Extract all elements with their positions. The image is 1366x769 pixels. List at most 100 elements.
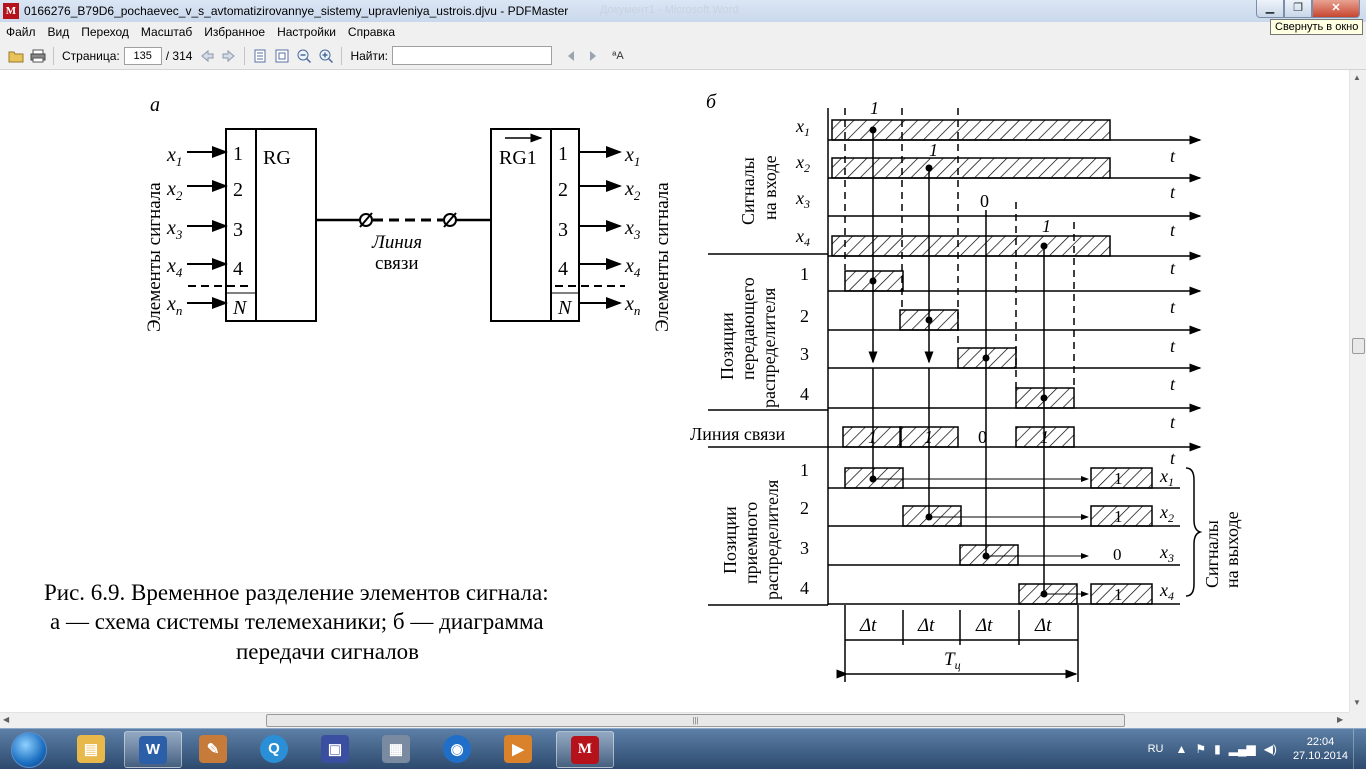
search-input[interactable]	[392, 46, 553, 65]
svg-text:Рис. 6.9. Временное разделение: Рис. 6.9. Временное разделение элементов…	[44, 580, 549, 605]
svg-text:x2: x2	[624, 178, 641, 203]
document-view[interactable]: а RG RG1 x1 1 x2 2 x3 3 x4 4	[0, 70, 1349, 712]
folder-icon: ▤	[77, 734, 105, 763]
right-side-label: Элементы сигнала	[652, 182, 673, 332]
size-grip	[1349, 712, 1366, 728]
toolbar-separator	[341, 46, 343, 65]
find-next-icon[interactable]	[585, 48, 601, 64]
svg-text:4: 4	[558, 258, 568, 280]
svg-text:1: 1	[558, 143, 568, 165]
taskbar-app-search[interactable]: Q	[246, 731, 302, 766]
title-bar: M 0166276_B79D6_pochaevec_v_s_avtomatizi…	[0, 0, 1366, 23]
horizontal-scroll-thumb[interactable]: |||	[266, 714, 1125, 727]
svg-text:Линия связи: Линия связи	[690, 424, 786, 444]
taskbar-app-explorer[interactable]: ▤	[63, 731, 119, 766]
svg-text:x3: x3	[166, 217, 183, 242]
scroll-down-arrow-icon[interactable]: ▼	[1353, 698, 1361, 707]
taskbar-app-media[interactable]: ▶	[490, 731, 546, 766]
vertical-scrollbar[interactable]: ▲ ▼	[1349, 70, 1366, 712]
taskbar-app-paint[interactable]: ✎	[185, 731, 241, 766]
show-hidden-icons-icon[interactable]: ▲	[1175, 742, 1188, 756]
taskbar-app-calculator[interactable]: ▦	[368, 731, 424, 766]
svg-text:Сигналы: Сигналы	[738, 157, 758, 225]
network-icon[interactable]: ▂▄▆	[1228, 742, 1256, 756]
taskbar-app-word[interactable]: W	[124, 731, 182, 768]
scroll-right-arrow-icon[interactable]: ▶	[1337, 715, 1344, 724]
show-desktop-button[interactable]	[1353, 729, 1366, 769]
next-page-arrow-icon[interactable]	[221, 48, 237, 64]
timing-group-labels: Сигналы на входе Позиции передающего рас…	[690, 155, 1242, 600]
media-player-icon: ▶	[504, 734, 532, 763]
zoom-in-icon[interactable]	[318, 48, 334, 64]
menu-zoom[interactable]: Масштаб	[140, 25, 193, 39]
clock-date: 27.10.2014	[1292, 750, 1348, 762]
svg-text:x2: x2	[1159, 502, 1174, 525]
timing-slot-dividers	[844, 108, 1075, 388]
svg-text:Сигналы: Сигналы	[1202, 520, 1222, 588]
flag-icon[interactable]: ⚑	[1195, 742, 1207, 756]
menu-favorites[interactable]: Избранное	[204, 25, 266, 39]
timing-signal-paths	[844, 130, 1079, 682]
timing-row-separators	[708, 108, 829, 606]
svg-text:1: 1	[800, 460, 809, 480]
page-number-input[interactable]: 135	[123, 46, 162, 65]
fit-page-icon[interactable]	[274, 48, 290, 64]
menu-settings[interactable]: Настройки	[277, 25, 336, 39]
start-button[interactable]	[4, 730, 56, 768]
clock-time: 22:04	[1306, 736, 1335, 748]
restore-button[interactable]: ❐	[1284, 0, 1312, 18]
menu-view[interactable]: Вид	[47, 25, 70, 39]
svg-text:t: t	[1170, 146, 1176, 166]
calculator-icon: ▦	[382, 734, 410, 763]
figure-caption: Рис. 6.9. Временное разделение элементов…	[44, 580, 549, 664]
svg-text:а — схема системы телемеханики: а — схема системы телемеханики; б — диаг…	[50, 609, 544, 634]
svg-text:4: 4	[800, 384, 809, 404]
svg-text:x2: x2	[166, 178, 183, 203]
svg-text:x1: x1	[624, 144, 640, 169]
page-total: / 314	[165, 48, 193, 63]
search-icon: Q	[260, 734, 288, 763]
timing-nodes	[869, 126, 1048, 598]
print-icon[interactable]	[30, 48, 46, 64]
svg-text:передачи сигналов: передачи сигналов	[236, 639, 419, 664]
taskbar-app-pdfmaster[interactable]: M	[556, 731, 614, 768]
timing-line-row: 1 1 0 1	[828, 426, 1202, 452]
volume-icon[interactable]: ◀)	[1263, 742, 1277, 756]
svg-text:3: 3	[800, 538, 809, 558]
minimize-button[interactable]: ▁	[1256, 0, 1284, 18]
tx-register-label: RG	[263, 147, 291, 169]
menu-file[interactable]: Файл	[6, 25, 36, 39]
language-indicator[interactable]: RU	[1147, 743, 1164, 755]
svg-text:xn: xn	[624, 293, 640, 318]
open-folder-icon[interactable]	[8, 48, 24, 64]
menu-go[interactable]: Переход	[81, 25, 129, 39]
fit-width-icon[interactable]	[252, 48, 268, 64]
prev-page-arrow-icon[interactable]	[199, 48, 215, 64]
scroll-up-arrow-icon[interactable]: ▲	[1353, 73, 1361, 82]
svg-text:t: t	[1170, 220, 1176, 240]
horizontal-scrollbar[interactable]: ◀ ||| ▶	[0, 712, 1349, 728]
find-prev-icon[interactable]	[563, 48, 579, 64]
taskbar-app-save[interactable]: ▣	[307, 731, 363, 766]
schematic-inputs: x1 1 x2 2 x3 3 x4 4 xn N	[166, 143, 256, 319]
taskbar-app-browser[interactable]: ◉	[429, 731, 485, 766]
font-size-icon[interactable]: ªA	[612, 49, 624, 62]
clock[interactable]: 22:04 27.10.2014	[1293, 735, 1348, 763]
vertical-scroll-thumb[interactable]	[1352, 338, 1365, 354]
svg-text:x1: x1	[166, 144, 182, 169]
scroll-left-arrow-icon[interactable]: ◀	[3, 715, 10, 724]
power-icon[interactable]: ▮	[1214, 742, 1221, 756]
svg-text:t: t	[1170, 412, 1176, 432]
svg-text:x3: x3	[624, 217, 641, 242]
menu-help[interactable]: Справка	[347, 25, 395, 39]
close-button[interactable]: ✕	[1312, 0, 1360, 18]
left-side-label: Элементы сигнала	[144, 182, 165, 332]
taskbar: ▤ W ✎ Q ▣ ▦ ◉ ▶ M RU ▲ ⚑ ▮ ▂▄▆ ◀) 22:04 …	[0, 728, 1366, 769]
tx-register-block: RG	[225, 128, 317, 322]
svg-text:0: 0	[980, 191, 989, 211]
floppy-icon: ▣	[321, 734, 349, 763]
timing-input-rows: x1 x2 x3 x4 1 1 0 1 t t t t	[795, 98, 1202, 278]
svg-text:Δt: Δt	[1034, 615, 1052, 636]
zoom-out-icon[interactable]	[296, 48, 312, 64]
svg-text:2: 2	[558, 179, 568, 201]
